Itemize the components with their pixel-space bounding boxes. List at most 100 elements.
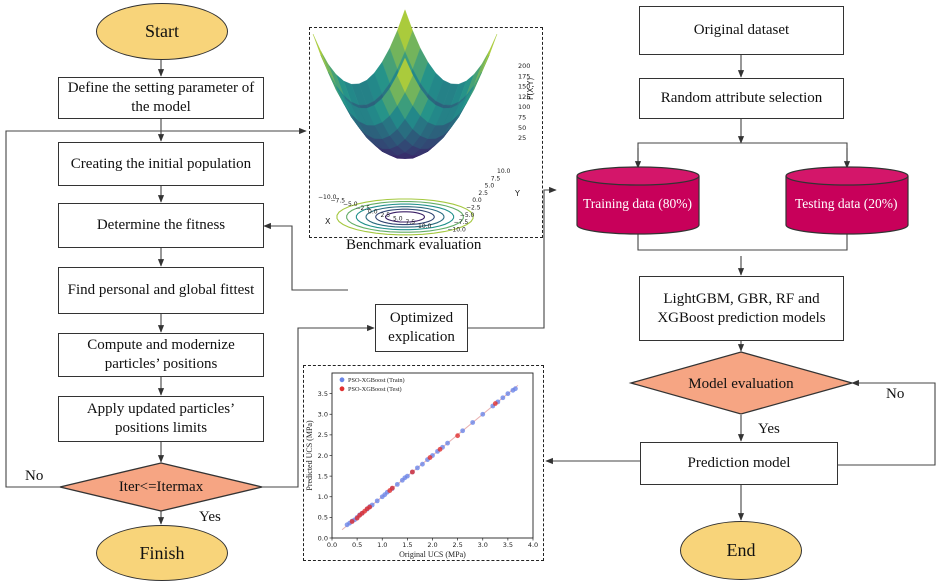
y-axis-title: Predicted UCS (MPa)	[305, 420, 314, 491]
x-tick-label: 0.0	[327, 541, 337, 549]
attribute-selection-label: Random attribute selection	[660, 90, 823, 107]
benchmark-caption: Benchmark evaluation	[346, 237, 482, 253]
y-tick-label: 5.0	[485, 183, 495, 190]
contour-ring	[365, 206, 445, 228]
x-tick-label: 5.0	[393, 216, 403, 223]
arrow-benchmark-to-fitness	[263, 222, 293, 237]
left-yes-label: Yes	[199, 509, 221, 525]
legend-marker	[339, 386, 345, 392]
x-tick-label: 0.5	[352, 541, 362, 549]
x-tick-label: 4.0	[528, 541, 538, 549]
step-apply-limits-label: Apply updated particles’ positions limit…	[86, 401, 236, 436]
data-point	[394, 481, 400, 487]
prediction-model-label: Prediction model	[687, 455, 791, 472]
x-tick-label: 10.0	[418, 223, 432, 230]
step-define-parameters: Define the setting parameter of the mode…	[58, 77, 264, 119]
y-tick-label: 7.5	[491, 175, 501, 182]
x-tick-label: 7.5	[406, 219, 416, 226]
x-tick-label: 1.0	[377, 541, 387, 549]
y-tick-label: 2.5	[318, 431, 328, 439]
z-tick-label: 125	[518, 93, 530, 101]
start-oval: Start	[96, 3, 228, 60]
data-point	[460, 428, 466, 434]
y-tick-label: 2.0	[318, 452, 328, 460]
x-tick-label: −10.0	[318, 194, 337, 201]
data-point	[349, 519, 355, 524]
x-axis-title: Original UCS (MPa)	[399, 550, 466, 559]
contour-ring	[336, 198, 474, 236]
data-point	[367, 504, 373, 510]
z-axis-label: F(X,Y)	[526, 78, 535, 100]
optimized-explication-label: Optimized explication	[388, 310, 455, 345]
step-compute-positions: Compute and modernize particles’ positio…	[58, 333, 264, 377]
left-no-label: No	[25, 468, 44, 484]
x-tick-label: 2.0	[427, 541, 437, 549]
contour-ring	[346, 201, 464, 233]
x-tick-label: 1.5	[402, 541, 412, 549]
optimized-explication-box: Optimized explication	[375, 304, 468, 352]
benchmark-frame	[309, 27, 543, 238]
arrow-no-loop	[5, 127, 307, 488]
surface-group	[312, 9, 498, 159]
z-tick-label: 100	[518, 103, 530, 111]
z-tick-label: 150	[518, 83, 530, 91]
decision-diamond-iter	[59, 462, 263, 512]
contour-ring	[385, 211, 425, 223]
y-tick-label: 1.5	[318, 472, 328, 480]
series-test	[349, 401, 498, 524]
x-tick-label: 3.5	[503, 541, 513, 549]
original-dataset-label: Original dataset	[693, 22, 790, 39]
z-tick-label: 50	[518, 124, 526, 132]
data-point	[455, 433, 461, 439]
end-oval: End	[680, 521, 802, 580]
scatter-frame	[303, 365, 544, 561]
finish-oval: Finish	[96, 525, 228, 581]
data-point	[427, 455, 433, 460]
merge-line	[637, 232, 848, 251]
x-tick-label: 2.5	[452, 541, 462, 549]
decision-diamond-evaluation	[628, 351, 855, 415]
y-tick-label: 10.0	[497, 168, 511, 175]
surface-patch	[397, 57, 413, 93]
z-tick-label: 175	[518, 72, 530, 80]
decision-iter-label: Iter<=Itermax	[118, 479, 204, 495]
x-tick-label: −5.0	[343, 201, 358, 208]
training-cylinder	[576, 166, 700, 235]
finish-label: Finish	[139, 542, 185, 563]
data-point	[492, 401, 498, 406]
y-tick-label: −10.0	[447, 226, 466, 233]
data-point	[445, 440, 450, 446]
prediction-models-label: LightGBM, GBR, RF and XGBoost prediction…	[657, 290, 826, 326]
data-point	[500, 395, 506, 401]
z-tick-label: 75	[518, 114, 526, 122]
step-find-fittest: Find personal and global fittest	[58, 267, 264, 314]
z-tick-label: 25	[518, 134, 526, 142]
x-tick-label: −7.5	[331, 198, 346, 205]
attribute-selection-box: Random attribute selection	[639, 78, 844, 119]
x-tick-label: −2.5	[356, 205, 371, 212]
data-point	[513, 386, 518, 392]
data-point	[470, 420, 476, 425]
y-tick-label: 0.5	[318, 514, 328, 522]
step-define-parameters-label: Define the setting parameter of the mode…	[67, 80, 255, 115]
step-apply-limits: Apply updated particles’ positions limit…	[58, 396, 264, 442]
x-tick-label: 2.5	[381, 212, 391, 219]
right-yes-label: Yes	[758, 421, 780, 437]
y-tick-label: −5.0	[460, 212, 475, 219]
model-evaluation-label: Model evaluation	[688, 376, 794, 392]
y-tick-label: 1.0	[318, 493, 328, 501]
legend-marker	[339, 377, 345, 383]
line-benchmark-return	[291, 237, 348, 291]
y-tick-label: 0.0	[472, 197, 482, 204]
original-dataset-box: Original dataset	[639, 6, 844, 55]
y-tick-label: −2.5	[466, 205, 481, 212]
end-label: End	[726, 540, 756, 560]
right-no-label: No	[886, 386, 905, 402]
x-tick-label: 3.0	[478, 541, 488, 549]
x-axis-label: X	[325, 217, 331, 226]
data-point	[415, 465, 420, 471]
